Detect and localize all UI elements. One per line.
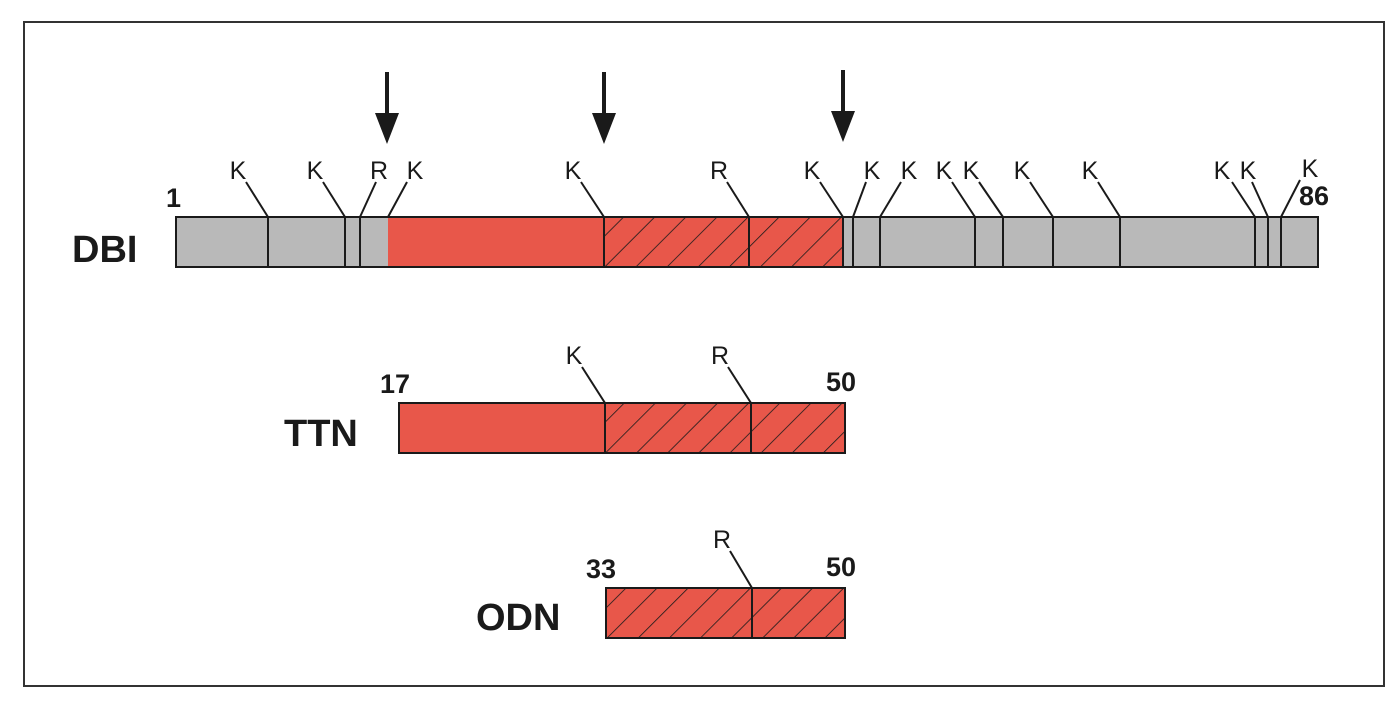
dbi-outline [175,216,1319,268]
ttn-red-solid-region [399,403,605,453]
odn-end-label: 50 [826,552,856,582]
residue-label: K [407,157,424,185]
residue-label: K [1302,155,1319,183]
residue-label: K [864,157,881,185]
dbi-site-marker: K [565,157,605,267]
residue-label: K [1082,157,1099,185]
dbi-site-marker: K [852,157,881,267]
residue-label: K [1214,157,1231,185]
residue-label: K [804,157,821,185]
dbi-site-marker: K [387,157,424,218]
residue-label: K [901,157,918,185]
residue-label: R [713,526,731,554]
ttn-outline [398,402,846,454]
dbi-start-label: 1 [166,183,181,213]
residue-label: R [370,157,388,185]
odn-outline [605,587,846,639]
residue-label: K [230,157,247,185]
residue-label: K [1240,157,1257,185]
dbi-site-marker: K [1082,157,1121,267]
residue-label: R [711,342,729,370]
dbi-site-marker: K [936,157,976,267]
residue-label: K [565,157,582,185]
peptide-name-ttn: TTN [284,413,358,455]
residue-label: K [307,157,324,185]
ttn-red-hatched-region [605,403,845,453]
odn-site-marker: R [713,526,753,638]
residue-label: K [1014,157,1031,185]
residue-label: K [936,157,953,185]
dbi-site-marker: K [1280,155,1319,267]
ttn-bar [398,402,846,454]
residue-label: R [710,157,728,185]
dbi-grey-c-region [843,217,1318,267]
dbi-site-marker: R [710,157,750,267]
dbi-site-marker: K [230,157,269,267]
dbi-site-marker: K [804,157,844,267]
dbi-site-marker: K [963,157,1004,267]
dbi-end-label: 86 [1299,181,1329,211]
dbi-site-marker: K [879,157,918,267]
figure-frame [23,21,1385,687]
dbi-red-hatched-region [604,217,843,267]
residue-label: K [566,342,583,370]
odn-red-hatched-region [606,588,845,638]
ttn-end-label: 50 [826,367,856,397]
cleavage-arrow [592,72,616,144]
dbi-site-marker: R [359,157,388,267]
cleavage-arrow [831,70,855,142]
ttn-site-marker: R [711,342,752,453]
dbi-red-solid-region [388,217,604,267]
dbi-site-marker: K [307,157,346,267]
peptide-name-dbi: DBI [72,229,137,271]
odn-bar [605,587,846,639]
cleavage-arrow [375,72,399,144]
dbi-site-marker: K [1214,157,1256,267]
dbi-site-marker: K [1240,157,1269,267]
dbi-grey-n-region [176,217,388,267]
residue-label: K [963,157,980,185]
peptide-name-odn: ODN [476,597,560,639]
dbi-bar [175,216,1319,268]
ttn-start-label: 17 [380,369,410,399]
ttn-site-marker: K [566,342,606,453]
dbi-site-marker: K [1014,157,1054,267]
odn-start-label: 33 [586,554,616,584]
